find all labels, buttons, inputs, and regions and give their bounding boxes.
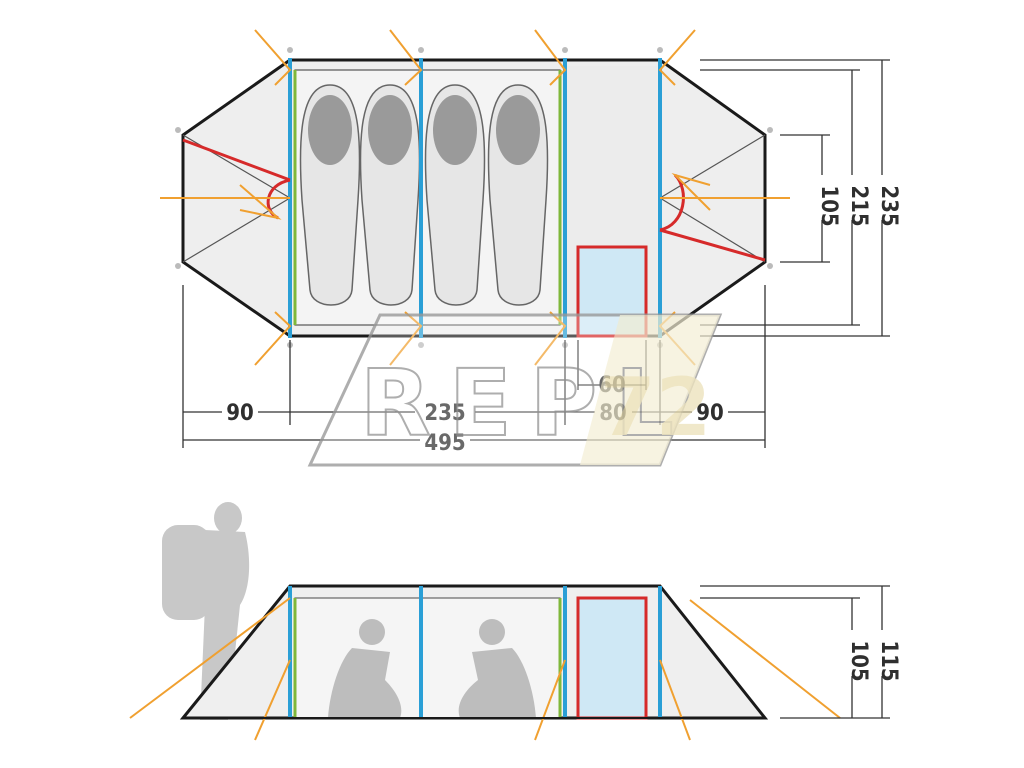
side-poles <box>288 586 662 718</box>
dim-width-inner: 215 <box>846 185 871 226</box>
dim-inner-length: 235 <box>424 401 465 426</box>
plan-inner-walls <box>293 70 562 325</box>
dim-inner-height: 105 <box>846 640 871 681</box>
dim-total-height: 115 <box>876 640 901 681</box>
plan-view: 90 235 60 80 90 495 105 215 235 <box>160 29 901 456</box>
dim-right-vestibule: 90 <box>696 401 724 426</box>
plan-pillows <box>308 95 540 165</box>
dim-total-length: 495 <box>424 431 465 456</box>
dim-width-total: 235 <box>876 185 901 226</box>
watermark-text: REPL <box>360 350 692 457</box>
plan-guy-lines <box>160 29 790 366</box>
sitting-people <box>328 619 536 718</box>
side-guy-lines <box>129 597 841 741</box>
watermark-logo: REPL 72 <box>307 313 723 467</box>
side-door <box>576 596 648 720</box>
side-inner-walls <box>293 598 562 718</box>
side-view: 105 115 <box>129 502 901 741</box>
dim-left-vestibule: 90 <box>226 401 254 426</box>
plan-vestibule-lines <box>182 134 766 263</box>
side-height-dimensions <box>700 585 890 719</box>
plan-vertical-dimensions <box>700 59 890 337</box>
watermark-sub: 72 <box>600 361 711 454</box>
dim-width-small: 105 <box>816 185 841 226</box>
